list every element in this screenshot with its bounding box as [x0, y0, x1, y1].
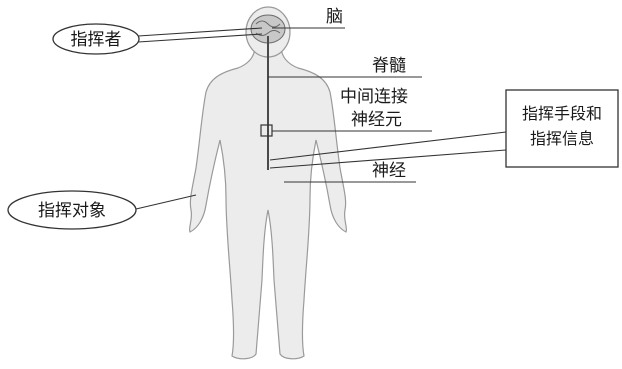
means-leader-1: [269, 131, 507, 161]
commander-label: 指挥者: [71, 30, 122, 50]
target-label: 指挥对象: [38, 201, 106, 221]
means-label-line2: 指挥信息: [530, 129, 594, 148]
means-label-line1: 指挥手段和: [522, 104, 602, 123]
interneuron-label-line2: 神经元: [351, 110, 402, 130]
target-ellipse: [7, 190, 137, 230]
brain-label: 脑: [326, 7, 343, 27]
target-leader: [135, 194, 197, 210]
commander-leader-1: [137, 27, 263, 37]
commander-ellipse: [52, 23, 140, 55]
means-leader-2: [269, 149, 507, 169]
nerve-label: 神经: [372, 161, 406, 181]
leader-lines: [135, 27, 507, 210]
spinal-cord-label: 脊髓: [372, 56, 406, 76]
body-outline: [188, 47, 348, 360]
interneuron-label-line1: 中间连接: [340, 87, 408, 107]
means-box: [505, 89, 619, 168]
brain-folds: [255, 20, 281, 36]
commander-leader-2: [137, 33, 263, 43]
